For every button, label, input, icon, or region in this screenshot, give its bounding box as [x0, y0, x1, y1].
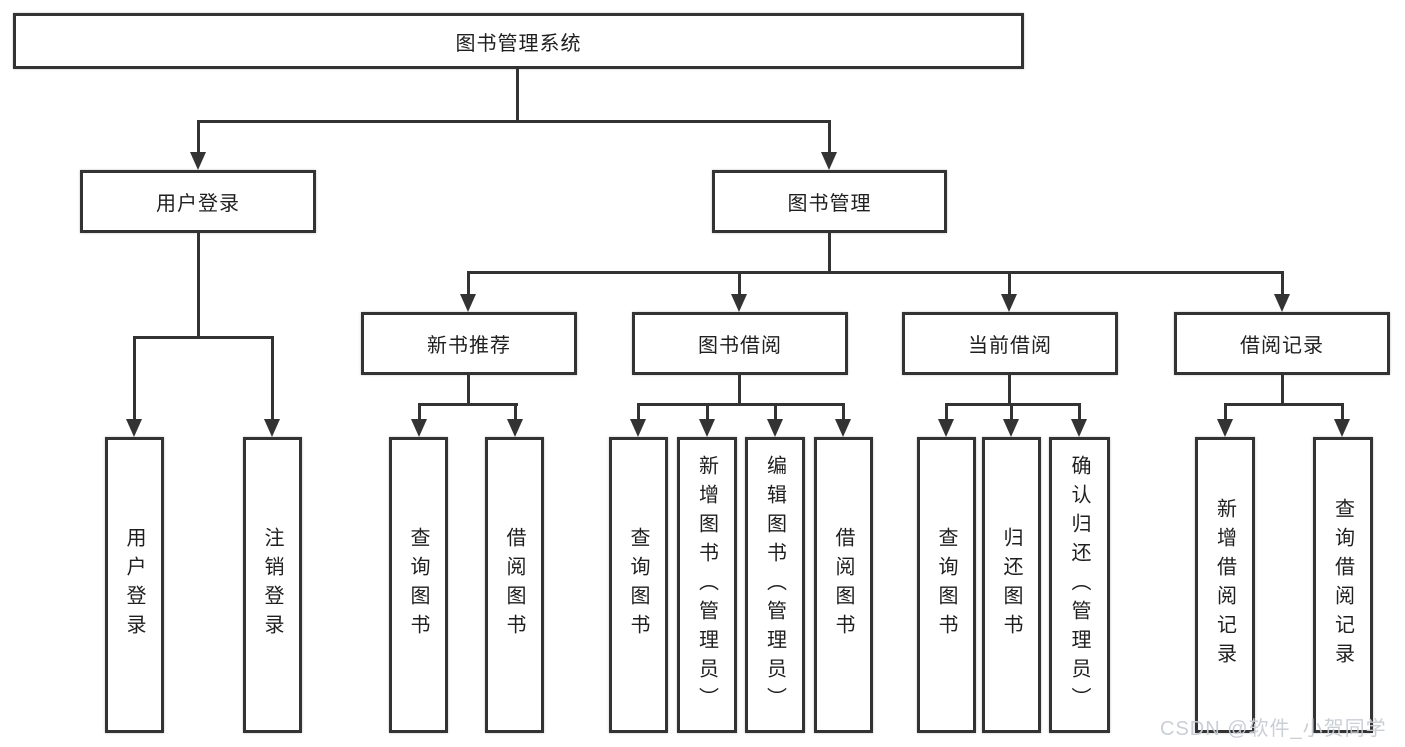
node-new-book-recommend: 新书推荐 — [361, 312, 577, 375]
node-book-management: 图书管理 — [712, 170, 947, 233]
leaf-borrow-books-recommend: 借阅图书 — [485, 437, 544, 733]
connector-drop-a1 — [418, 403, 421, 419]
node-borrow-records-label: 借阅记录 — [1240, 335, 1324, 357]
connector-group-b-stem — [738, 375, 741, 405]
leaf-add-book-admin: 新增图书（管理员） — [677, 437, 737, 733]
connector-group-d-hbar — [1224, 403, 1343, 406]
leaf-query-books-borrow-label: 查询图书 — [627, 527, 649, 643]
arrow-down-icon — [731, 294, 747, 312]
node-library-system: 图书管理系统 — [13, 13, 1024, 69]
connector-user-login-hbar — [133, 336, 274, 339]
connector-root-stem — [516, 69, 519, 120]
arrow-down-icon — [1334, 419, 1350, 437]
connector-book-management-stem — [828, 233, 831, 271]
connector-drop-b1 — [637, 403, 640, 419]
arrow-down-icon — [190, 152, 206, 170]
node-book-borrow: 图书借阅 — [632, 312, 848, 375]
watermark: CSDN @软件_小贺同学 — [1160, 718, 1387, 740]
leaf-query-books-recommend: 查询图书 — [389, 437, 448, 733]
node-new-book-recommend-label: 新书推荐 — [427, 335, 511, 357]
node-borrow-records: 借阅记录 — [1174, 312, 1390, 375]
connector-drop-leaf-user-login — [133, 336, 136, 419]
connector-drop-borrow-records — [1281, 271, 1284, 296]
arrow-down-icon — [938, 419, 954, 437]
connector-drop-leaf-logout — [271, 336, 274, 419]
leaf-borrow-books: 借阅图书 — [814, 437, 873, 733]
connector-group-a-stem — [467, 375, 470, 405]
arrow-down-icon — [1071, 419, 1087, 437]
leaf-query-borrow-record-label: 查询借阅记录 — [1331, 498, 1354, 672]
connector-user-login-stem — [197, 233, 200, 336]
leaf-query-books-recommend-label: 查询图书 — [407, 527, 429, 643]
connector-group-d-stem — [1281, 375, 1284, 405]
connector-drop-new-book-recommend — [467, 271, 470, 296]
connector-group-a-hbar — [418, 403, 518, 406]
leaf-borrow-books-label: 借阅图书 — [832, 527, 854, 643]
leaf-query-borrow-record: 查询借阅记录 — [1313, 437, 1373, 733]
leaf-borrow-books-recommend-label: 借阅图书 — [503, 527, 525, 643]
connector-root-hbar — [197, 120, 831, 123]
leaf-logout-label: 注销登录 — [261, 527, 283, 643]
leaf-query-books-current: 查询图书 — [917, 437, 976, 733]
connector-drop-book-borrow — [738, 271, 741, 296]
connector-drop-user-login — [197, 120, 200, 154]
node-book-borrow-label: 图书借阅 — [698, 335, 782, 357]
node-book-management-label: 图书管理 — [787, 193, 872, 215]
node-current-borrow: 当前借阅 — [902, 312, 1118, 375]
connector-drop-c3 — [1078, 403, 1081, 419]
connector-drop-c2 — [1010, 403, 1013, 419]
arrow-down-icon — [507, 419, 523, 437]
leaf-query-books-current-label: 查询图书 — [935, 527, 957, 643]
leaf-confirm-return-admin-label: 确认归还（管理员） — [1068, 454, 1090, 716]
arrow-down-icon — [411, 419, 427, 437]
connector-drop-b2 — [706, 403, 709, 419]
leaf-edit-book-admin: 编辑图书（管理员） — [745, 437, 805, 733]
connector-group-c-stem — [1008, 375, 1011, 405]
leaf-confirm-return-admin: 确认归还（管理员） — [1049, 437, 1110, 733]
arrow-down-icon — [460, 294, 476, 312]
arrow-down-icon — [699, 419, 715, 437]
arrow-down-icon — [1003, 419, 1019, 437]
leaf-add-book-admin-label: 新增图书（管理员） — [695, 454, 718, 716]
node-user-login-label: 用户登录 — [156, 193, 240, 215]
leaf-user-login-label: 用户登录 — [123, 527, 145, 643]
connector-group-b-hbar — [637, 403, 845, 406]
arrow-down-icon — [1274, 294, 1290, 312]
leaf-add-borrow-record: 新增借阅记录 — [1195, 437, 1255, 733]
connector-drop-book-management — [828, 120, 831, 154]
arrow-down-icon — [630, 419, 646, 437]
leaf-add-borrow-record-label: 新增借阅记录 — [1213, 498, 1236, 672]
arrow-down-icon — [1217, 419, 1233, 437]
connector-drop-d2 — [1341, 403, 1344, 419]
connector-drop-d1 — [1224, 403, 1227, 419]
arrow-down-icon — [835, 419, 851, 437]
node-library-system-label: 图书管理系统 — [455, 32, 582, 55]
connector-book-management-hbar — [467, 271, 1284, 274]
connector-drop-a2 — [514, 403, 517, 419]
node-user-login: 用户登录 — [80, 170, 316, 233]
leaf-return-book-label: 归还图书 — [1000, 527, 1022, 643]
arrow-down-icon — [264, 419, 280, 437]
connector-drop-b3 — [774, 403, 777, 419]
node-current-borrow-label: 当前借阅 — [968, 335, 1052, 357]
arrow-down-icon — [767, 419, 783, 437]
leaf-user-login: 用户登录 — [105, 437, 164, 733]
leaf-return-book: 归还图书 — [982, 437, 1041, 733]
leaf-query-books-borrow: 查询图书 — [609, 437, 668, 733]
leaf-edit-book-admin-label: 编辑图书（管理员） — [763, 454, 786, 716]
arrow-down-icon — [821, 152, 837, 170]
connector-drop-current-borrow — [1008, 271, 1011, 296]
arrow-down-icon — [1001, 294, 1017, 312]
leaf-logout: 注销登录 — [243, 437, 302, 733]
arrow-down-icon — [126, 419, 142, 437]
connector-drop-b4 — [842, 403, 845, 419]
connector-drop-c1 — [945, 403, 948, 419]
